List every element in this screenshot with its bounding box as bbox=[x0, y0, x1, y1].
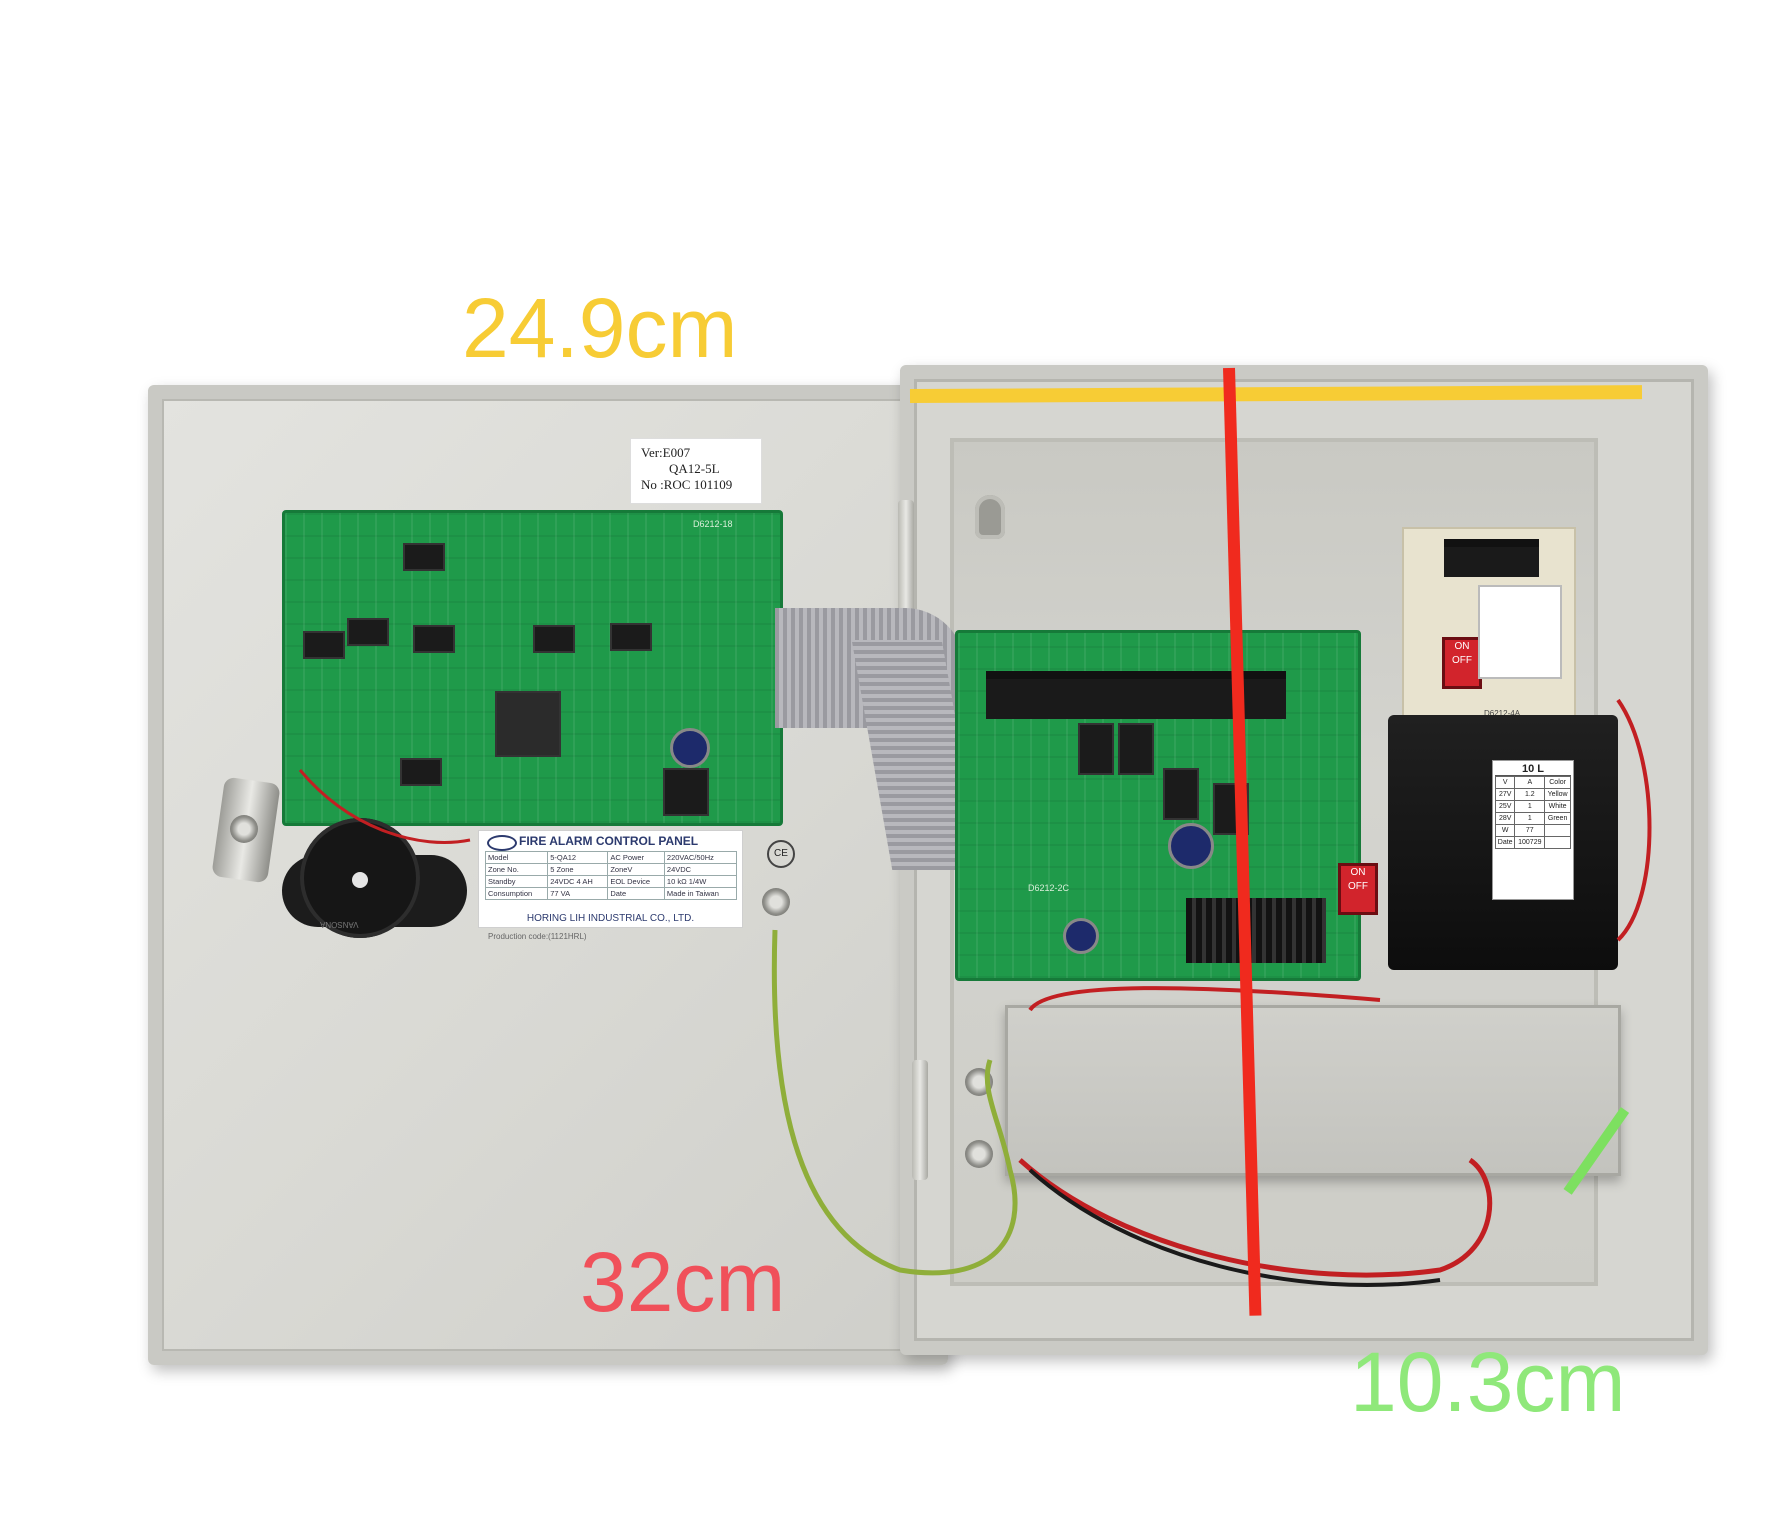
main-power-switch[interactable]: ON OFF bbox=[1338, 863, 1378, 915]
battery-wire-red bbox=[1018, 1157, 1493, 1278]
main-control-pcb: ON OFF D6212-2C bbox=[955, 630, 1378, 981]
power-jack bbox=[663, 768, 709, 816]
ground-screw-icon bbox=[762, 888, 790, 916]
relay bbox=[1118, 723, 1154, 775]
nameplate-title: FIRE ALARM CONTROL PANEL bbox=[519, 834, 699, 848]
buzzer-hole bbox=[352, 872, 368, 888]
microcontroller-chip bbox=[495, 691, 561, 757]
capacitor bbox=[1168, 823, 1214, 869]
transformer-cell: 100729 bbox=[1514, 836, 1546, 849]
ic-chip bbox=[533, 625, 575, 653]
mounting-keyhole bbox=[975, 495, 1005, 539]
production-code: Production code:(1121HRL) bbox=[488, 932, 587, 941]
battery-bracket bbox=[1005, 1005, 1621, 1176]
ic-chip bbox=[403, 543, 445, 571]
battery-wire-black bbox=[1028, 1168, 1441, 1288]
transformer-cell: 27V bbox=[1494, 788, 1516, 801]
supply-wire-red bbox=[1028, 986, 1381, 1012]
board-code: D6212-4A bbox=[1484, 709, 1521, 718]
relay bbox=[1163, 768, 1199, 820]
heatsink bbox=[1186, 898, 1326, 963]
buzzer-wire bbox=[298, 769, 471, 844]
version-label: Ver:E007 QA12-5L No :ROC 101109 bbox=[630, 438, 762, 504]
transformer-cell bbox=[1544, 836, 1571, 849]
transformer-model: 10 L bbox=[1495, 763, 1571, 776]
switch-off-label: OFF bbox=[1452, 655, 1472, 666]
bracket-screw-icon bbox=[965, 1140, 993, 1168]
capacitor bbox=[1063, 918, 1099, 954]
battery-switch[interactable]: ON OFF bbox=[1442, 637, 1482, 689]
nameplate-cell: 10 kΩ 1/4W bbox=[663, 875, 738, 888]
width-dimension-label: 24.9cm bbox=[462, 281, 738, 375]
ic-chip bbox=[413, 625, 455, 653]
version-line-2: QA12-5L bbox=[669, 461, 720, 476]
ce-mark-icon: CE bbox=[767, 840, 795, 868]
nameplate: FIRE ALARM CONTROL PANEL Model 5-QA12 AC… bbox=[478, 830, 743, 928]
nameplate-cell: 77 VA bbox=[547, 887, 609, 900]
nameplate-row: Model 5-QA12 AC Power 220VAC/50Hz bbox=[484, 851, 738, 864]
transformer-cell: V bbox=[1494, 776, 1516, 789]
hinge-top bbox=[898, 500, 914, 620]
power-relay bbox=[1478, 585, 1562, 679]
version-line-3: No :ROC 101109 bbox=[641, 477, 733, 492]
hinge-bottom bbox=[912, 1060, 928, 1180]
ic-chip bbox=[303, 631, 345, 659]
transformer-wire bbox=[1616, 698, 1652, 942]
nameplate-row: Consumption 77 VA Date Made in Taiwan bbox=[484, 887, 738, 900]
depth-dimension-label: 10.3cm bbox=[1350, 1335, 1626, 1429]
ic-chip bbox=[610, 623, 652, 651]
power-terminal-block bbox=[1444, 539, 1539, 577]
brand-logo-icon bbox=[487, 835, 517, 851]
nameplate-company: HORING LIH INDUSTRIAL CO., LTD. bbox=[526, 913, 695, 924]
version-line-1: Ver:E007 bbox=[641, 445, 691, 460]
nameplate-table: Model 5-QA12 AC Power 220VAC/50Hz Zone N… bbox=[484, 851, 738, 900]
nameplate-cell: Made in Taiwan bbox=[663, 887, 738, 900]
switch-on-label: ON bbox=[1350, 867, 1366, 878]
nameplate-row: Zone No. 5 Zone ZoneV 24VDC bbox=[484, 863, 738, 876]
display-pcb: D6212-18 bbox=[282, 510, 783, 826]
board-code: D6212-18 bbox=[693, 519, 733, 529]
switch-on-label: ON bbox=[1454, 641, 1470, 652]
height-dimension-label: 32cm bbox=[580, 1235, 786, 1329]
transformer-cell: Date bbox=[1494, 836, 1516, 849]
capacitor bbox=[670, 728, 710, 768]
switch-off-label: OFF bbox=[1348, 881, 1368, 892]
relay bbox=[1078, 723, 1114, 775]
nameplate-cell: Consumption bbox=[484, 887, 549, 900]
screw-icon bbox=[230, 815, 258, 843]
board-code: D6212-2C bbox=[1028, 883, 1070, 893]
ground-wire bbox=[771, 929, 1018, 1276]
ic-chip bbox=[347, 618, 389, 646]
ic-chip bbox=[400, 758, 442, 786]
